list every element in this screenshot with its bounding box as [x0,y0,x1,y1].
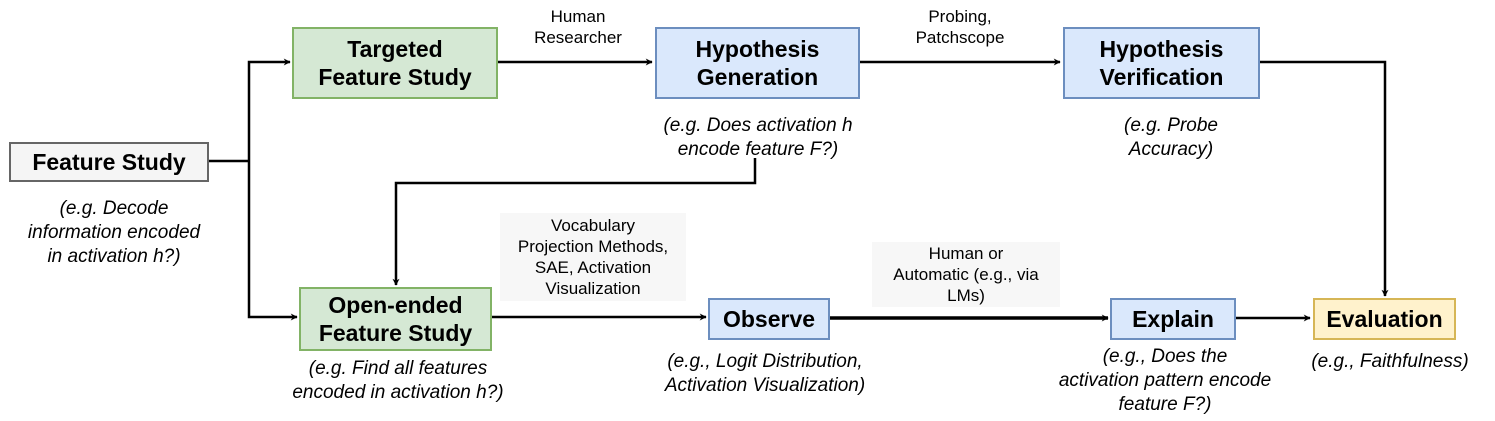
edge-to-targeted-feature-study [247,58,291,161]
note-feature-study: (e.g. Decode information encoded in acti… [27,198,201,267]
node-hypothesis-verification: Hypothesis Verification [1063,27,1260,99]
node-explain: Explain [1110,298,1236,340]
note-explain: (e.g., Does the activation pattern encod… [1058,346,1272,415]
note-hypothesis-verification: (e.g. Probe Accuracy) [1124,115,1218,160]
note-open-ended-feature-study: (e.g. Find all features encoded in activ… [292,358,504,403]
edge-label-probing-patchscope: Probing, Patchscope [915,7,1005,47]
edge-to-open-ended-feature-study [247,161,298,321]
edge-label-vocabulary-projection: Vocabulary Projection Methods, SAE, Acti… [500,213,686,301]
node-targeted-feature-study: Targeted Feature Study [292,27,498,99]
edge-label-human-researcher: Human Researcher [534,7,622,47]
node-evaluation: Evaluation [1313,298,1456,340]
note-evaluation: (e.g., Faithfulness) [1311,351,1469,372]
node-observe: Observe [708,298,830,340]
note-observe: (e.g., Logit Distribution, Activation Vi… [664,351,866,396]
note-hypothesis-generation: (e.g. Does activation h encode feature F… [663,115,853,160]
node-hypothesis-generation: Hypothesis Generation [655,27,860,99]
edge-label-human-or-automatic: Human or Automatic (e.g., via LMs) [872,242,1060,307]
node-open-ended-feature-study: Open-ended Feature Study [299,287,492,351]
edge-verification-to-evaluation [1260,60,1389,297]
node-feature-study: Feature Study [9,142,209,182]
edge-generation-to-open-ended [392,158,757,286]
